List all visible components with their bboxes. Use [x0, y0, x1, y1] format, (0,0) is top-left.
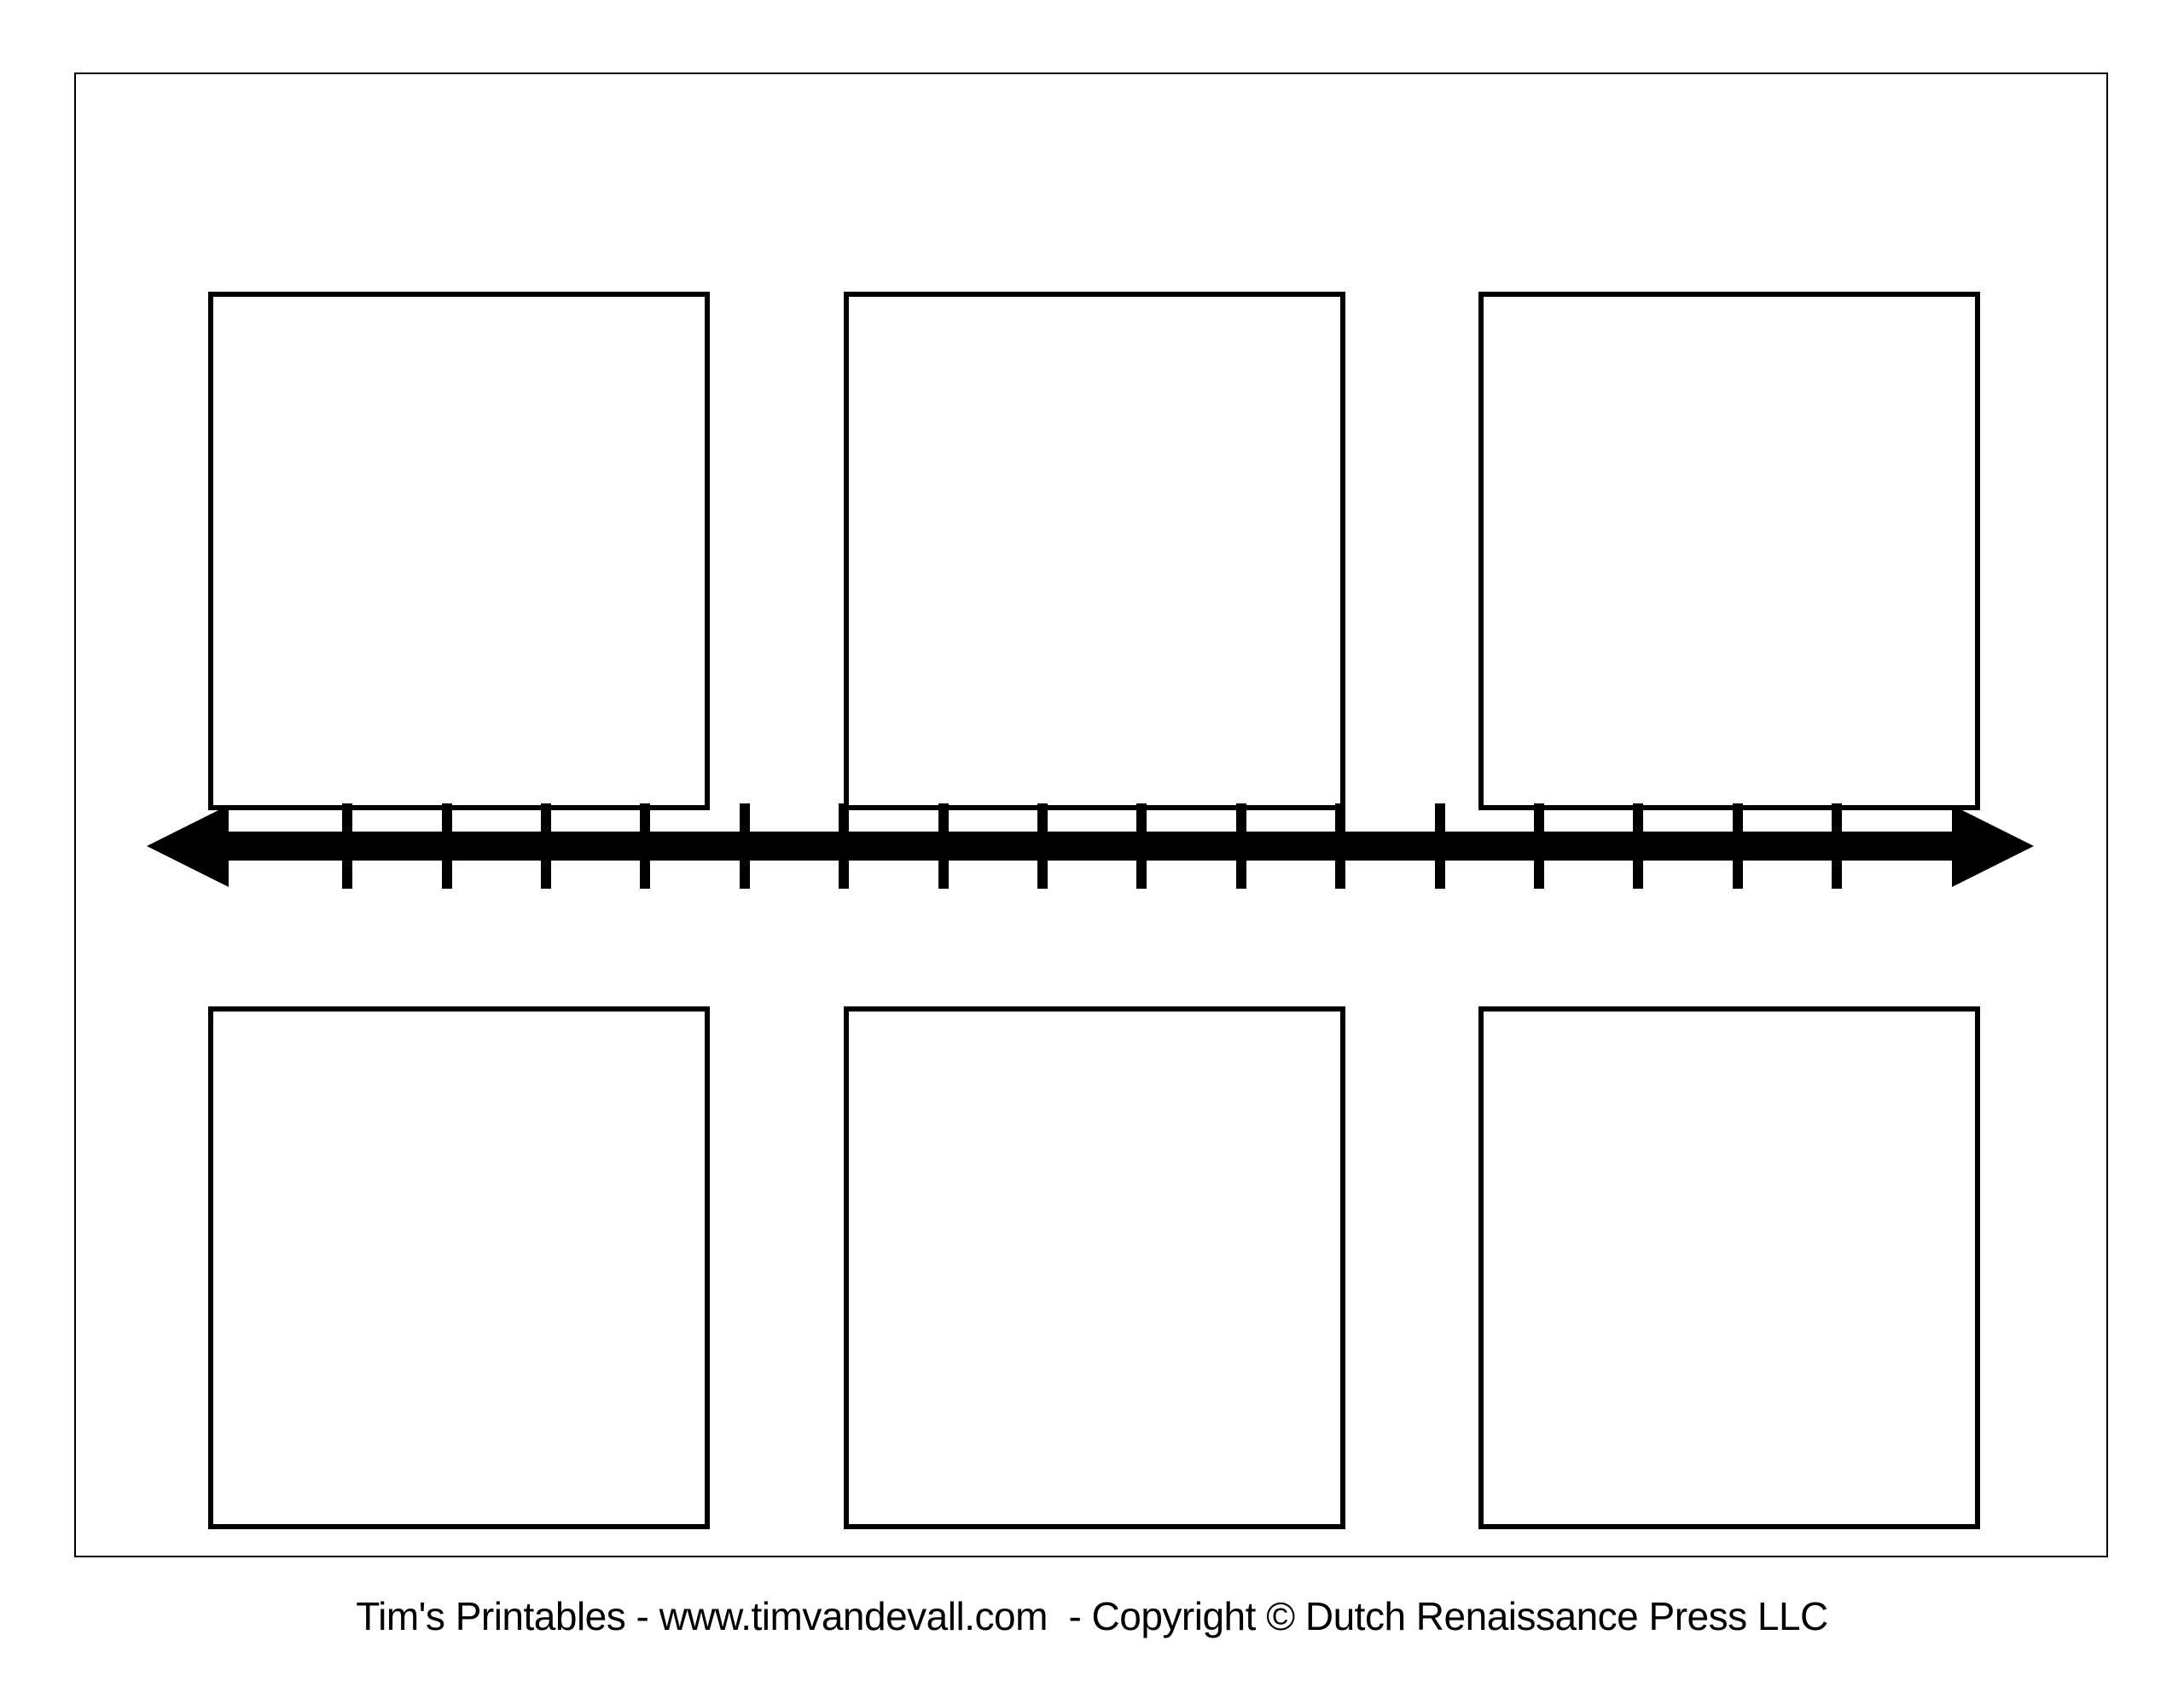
- tick-mark: [541, 803, 551, 889]
- tick-mark: [938, 803, 949, 889]
- picture-box-top-1[interactable]: [208, 292, 710, 810]
- picture-box-bottom-2[interactable]: [844, 1006, 1345, 1529]
- tick-mark: [1136, 803, 1147, 889]
- number-line-shaft: [196, 832, 1996, 861]
- tick-mark: [1534, 803, 1544, 889]
- tick-mark: [342, 803, 352, 889]
- tick-mark: [1037, 803, 1048, 889]
- tick-mark: [640, 803, 650, 889]
- picture-box-top-3[interactable]: [1478, 292, 1980, 810]
- picture-box-bottom-1[interactable]: [208, 1006, 710, 1529]
- tick-mark: [1236, 803, 1246, 889]
- tick-mark: [1832, 803, 1842, 889]
- picture-box-top-2[interactable]: [844, 292, 1345, 810]
- page-border: [74, 72, 2108, 1557]
- tick-mark: [442, 803, 452, 889]
- tick-mark: [1633, 803, 1643, 889]
- tick-mark: [740, 803, 750, 889]
- tick-mark: [1335, 803, 1345, 889]
- footer-credit-text: Tim's Printables - www.timvandevall.com …: [356, 1594, 1828, 1638]
- tick-mark: [839, 803, 849, 889]
- left-arrowhead: [147, 805, 229, 887]
- number-line[interactable]: [0, 752, 2184, 948]
- picture-box-bottom-3[interactable]: [1478, 1006, 1980, 1529]
- number-line-graphic: [147, 803, 2034, 889]
- tick-mark: [1435, 803, 1445, 889]
- right-arrowhead: [1952, 805, 2034, 887]
- tick-mark: [1733, 803, 1743, 889]
